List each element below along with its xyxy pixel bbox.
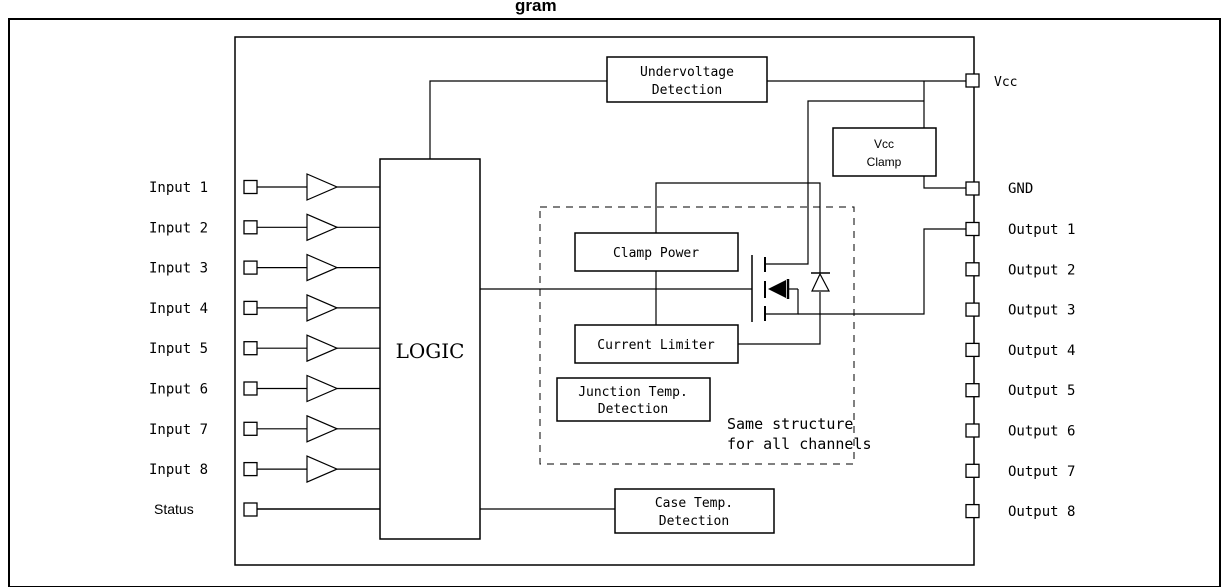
output-pin-label: Output 6 (1008, 424, 1075, 440)
case-temp-label-line2: Detection (659, 514, 729, 529)
case-temp-block (614, 488, 775, 534)
input-pin-label: Input 8 (149, 462, 208, 478)
output-pin (965, 342, 980, 358)
input-buffer-icon (306, 374, 339, 403)
input-pin (243, 179, 258, 195)
status-label: Status (154, 501, 194, 517)
input-pin-label: Input 1 (149, 180, 208, 196)
output-pin-label: Output 1 (1008, 222, 1075, 238)
output-pin (965, 503, 980, 519)
input-pin-label: Input 7 (149, 422, 208, 438)
vcc-pin-label: Vcc (994, 75, 1017, 90)
input-pin (243, 300, 258, 316)
vcc-pin (965, 73, 980, 88)
gnd-pin (965, 181, 980, 196)
clamp-power-top-wire (655, 182, 821, 273)
clamp-diode-icon (811, 272, 830, 292)
output-pins: Output 1 Output 2 Output 3 Output 4 Output 5… (965, 221, 1075, 520)
current-limiter-label: Current Limiter (597, 338, 715, 353)
output-pin (965, 302, 980, 317)
input-buffer-icon (306, 455, 339, 484)
output-pin-label: Output 7 (1008, 464, 1075, 480)
vcc-clamp-block (832, 127, 937, 177)
clamp-power-label: Clamp Power (613, 246, 699, 261)
junction-temp-label-line2: Detection (598, 402, 668, 417)
input-pin-label: Input 5 (149, 341, 208, 357)
output-pin-label: Output 4 (1008, 343, 1075, 359)
input-pin-label: Input 4 (149, 301, 208, 317)
status-pin (243, 502, 258, 517)
junction-temp-block (556, 377, 711, 422)
output-pin (965, 463, 980, 478)
input-pin-label: Input 6 (149, 382, 208, 398)
input-pin-label: Input 3 (149, 261, 208, 277)
input-buffer-icon (306, 414, 339, 443)
gnd-pin-label: GND (1008, 181, 1033, 197)
input-pin (243, 260, 258, 275)
vcc-clamp-label-line1: Vcc (874, 137, 894, 151)
output-pin (965, 262, 980, 277)
input-pin (243, 341, 258, 356)
chip-boundary (234, 36, 975, 566)
input-pin-label: Input 2 (149, 220, 208, 236)
output-pin-label: Output 3 (1008, 303, 1075, 319)
channel-region (539, 206, 855, 465)
junction-temp-label-line1: Junction Temp. (578, 385, 688, 400)
input-pins: Input 1 Input 2 Input 3 Input 4 Input 5 Input… (149, 173, 380, 484)
source-to-output1-wire (798, 228, 966, 315)
output-pin (965, 423, 980, 438)
note-line1: Same structure (727, 415, 853, 433)
power-mosfet-icon (751, 183, 809, 322)
undervoltage-label-line1: Undervoltage (640, 65, 734, 80)
limiter-feedback-wire (738, 292, 821, 345)
input-pin (243, 220, 258, 235)
logic-label: LOGIC (396, 339, 465, 363)
input-buffer-icon (306, 334, 339, 363)
output-pin-label: Output 5 (1008, 383, 1075, 399)
output-pin (965, 383, 980, 398)
case-temp-label-line1: Case Temp. (655, 496, 733, 511)
output-pin (965, 221, 980, 237)
input-pin (243, 461, 258, 477)
vcc-to-drain-wire (807, 100, 924, 183)
input-pin (243, 421, 258, 436)
input-buffer-icon (306, 293, 339, 322)
output-pin-label: Output 2 (1008, 262, 1075, 278)
vcc-clamp-label-line2: Clamp (867, 155, 902, 169)
note-line2: for all channels (727, 435, 872, 453)
input-buffer-icon (306, 213, 339, 242)
outer-frame (8, 18, 1221, 587)
output-pin-label: Output 8 (1008, 504, 1075, 520)
header-partial-text: gram (515, 0, 557, 15)
input-buffer-icon (306, 173, 339, 201)
logic-to-undervoltage-wire (429, 80, 607, 159)
input-buffer-icon (306, 253, 339, 282)
clamp-to-gnd-wire (923, 176, 966, 189)
undervoltage-block (606, 56, 768, 103)
undervoltage-label-line2: Detection (652, 83, 722, 98)
input-pin (243, 381, 258, 396)
